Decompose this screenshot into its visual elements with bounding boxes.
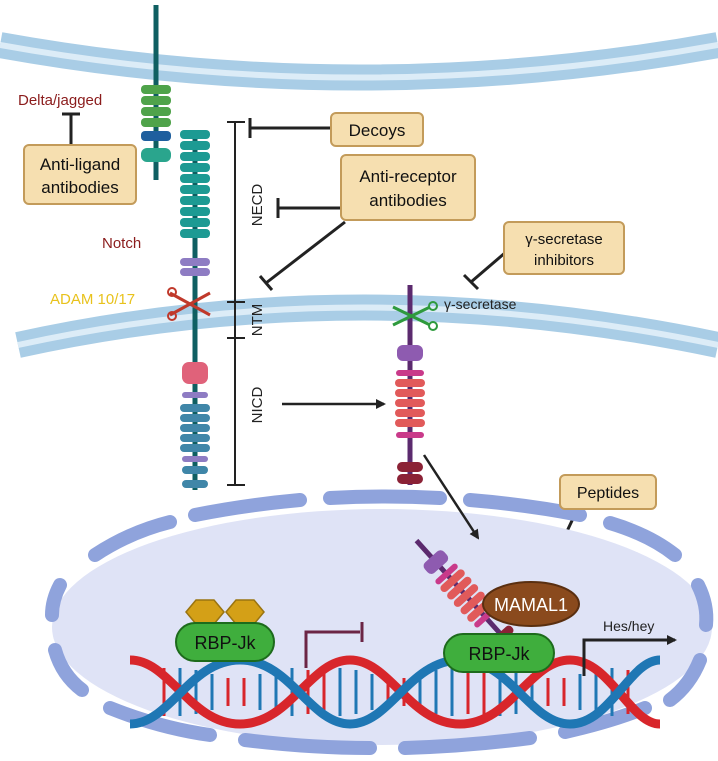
lower-membrane [15, 294, 718, 358]
notch-label: Notch [102, 235, 141, 252]
gamma-inhibitors-line1: γ-secretase [525, 231, 603, 248]
notch-receptor [180, 130, 210, 490]
domain-brackets [227, 121, 245, 486]
dna-helix [129, 655, 661, 729]
cleaved-notch [395, 285, 425, 485]
anti-receptor-box: Anti-receptor antibodies [340, 154, 476, 221]
upper-membrane [0, 32, 718, 91]
peptides-box: Peptides [559, 474, 657, 510]
corepressor-hexagons [185, 599, 265, 625]
hes-hey-label: Hes/hey [603, 618, 654, 634]
decoys-box: Decoys [330, 112, 424, 147]
gamma-secretase-scissors-icon [392, 301, 438, 331]
rbp-jk-right-label: RBP-Jk [468, 644, 530, 664]
peptides-label: Peptides [577, 485, 639, 502]
mamal1-protein [482, 581, 580, 627]
adam-label: ADAM 10/17 [50, 291, 135, 308]
gamma-inhibitors-box: γ-secretase inhibitors [503, 221, 625, 275]
gamma-inhibitors-line2: inhibitors [534, 252, 594, 269]
anti-receptor-line2: antibodies [369, 191, 447, 210]
anti-ligand-line2: antibodies [41, 178, 119, 197]
nicd-label: NICD [249, 387, 266, 424]
rbp-jk-right [443, 633, 555, 673]
gamma-secretase-label: γ-secretase [444, 296, 517, 312]
anti-ligand-box: Anti-ligand antibodies [23, 144, 137, 205]
mamal1-label: MAMAL1 [494, 595, 568, 615]
delta-jagged-label: Delta/jagged [18, 92, 102, 109]
inhibition-lines [62, 112, 579, 583]
rbp-jk-left [175, 622, 275, 662]
anti-receptor-line1: Anti-receptor [359, 167, 457, 186]
necd-label: NECD [249, 184, 266, 227]
hes-hey-activation-arrow [582, 635, 677, 676]
transcription-repressed-icon [304, 622, 364, 668]
nicd-to-nucleus-arrow [422, 454, 480, 540]
delta-jagged-ligand [141, 5, 171, 180]
ntm-label: NTM [249, 304, 266, 337]
adam-scissors-icon [167, 287, 211, 321]
rbp-jk-left-label: RBP-Jk [194, 633, 256, 653]
decoys-label: Decoys [349, 121, 406, 140]
anti-ligand-line1: Anti-ligand [40, 155, 120, 174]
